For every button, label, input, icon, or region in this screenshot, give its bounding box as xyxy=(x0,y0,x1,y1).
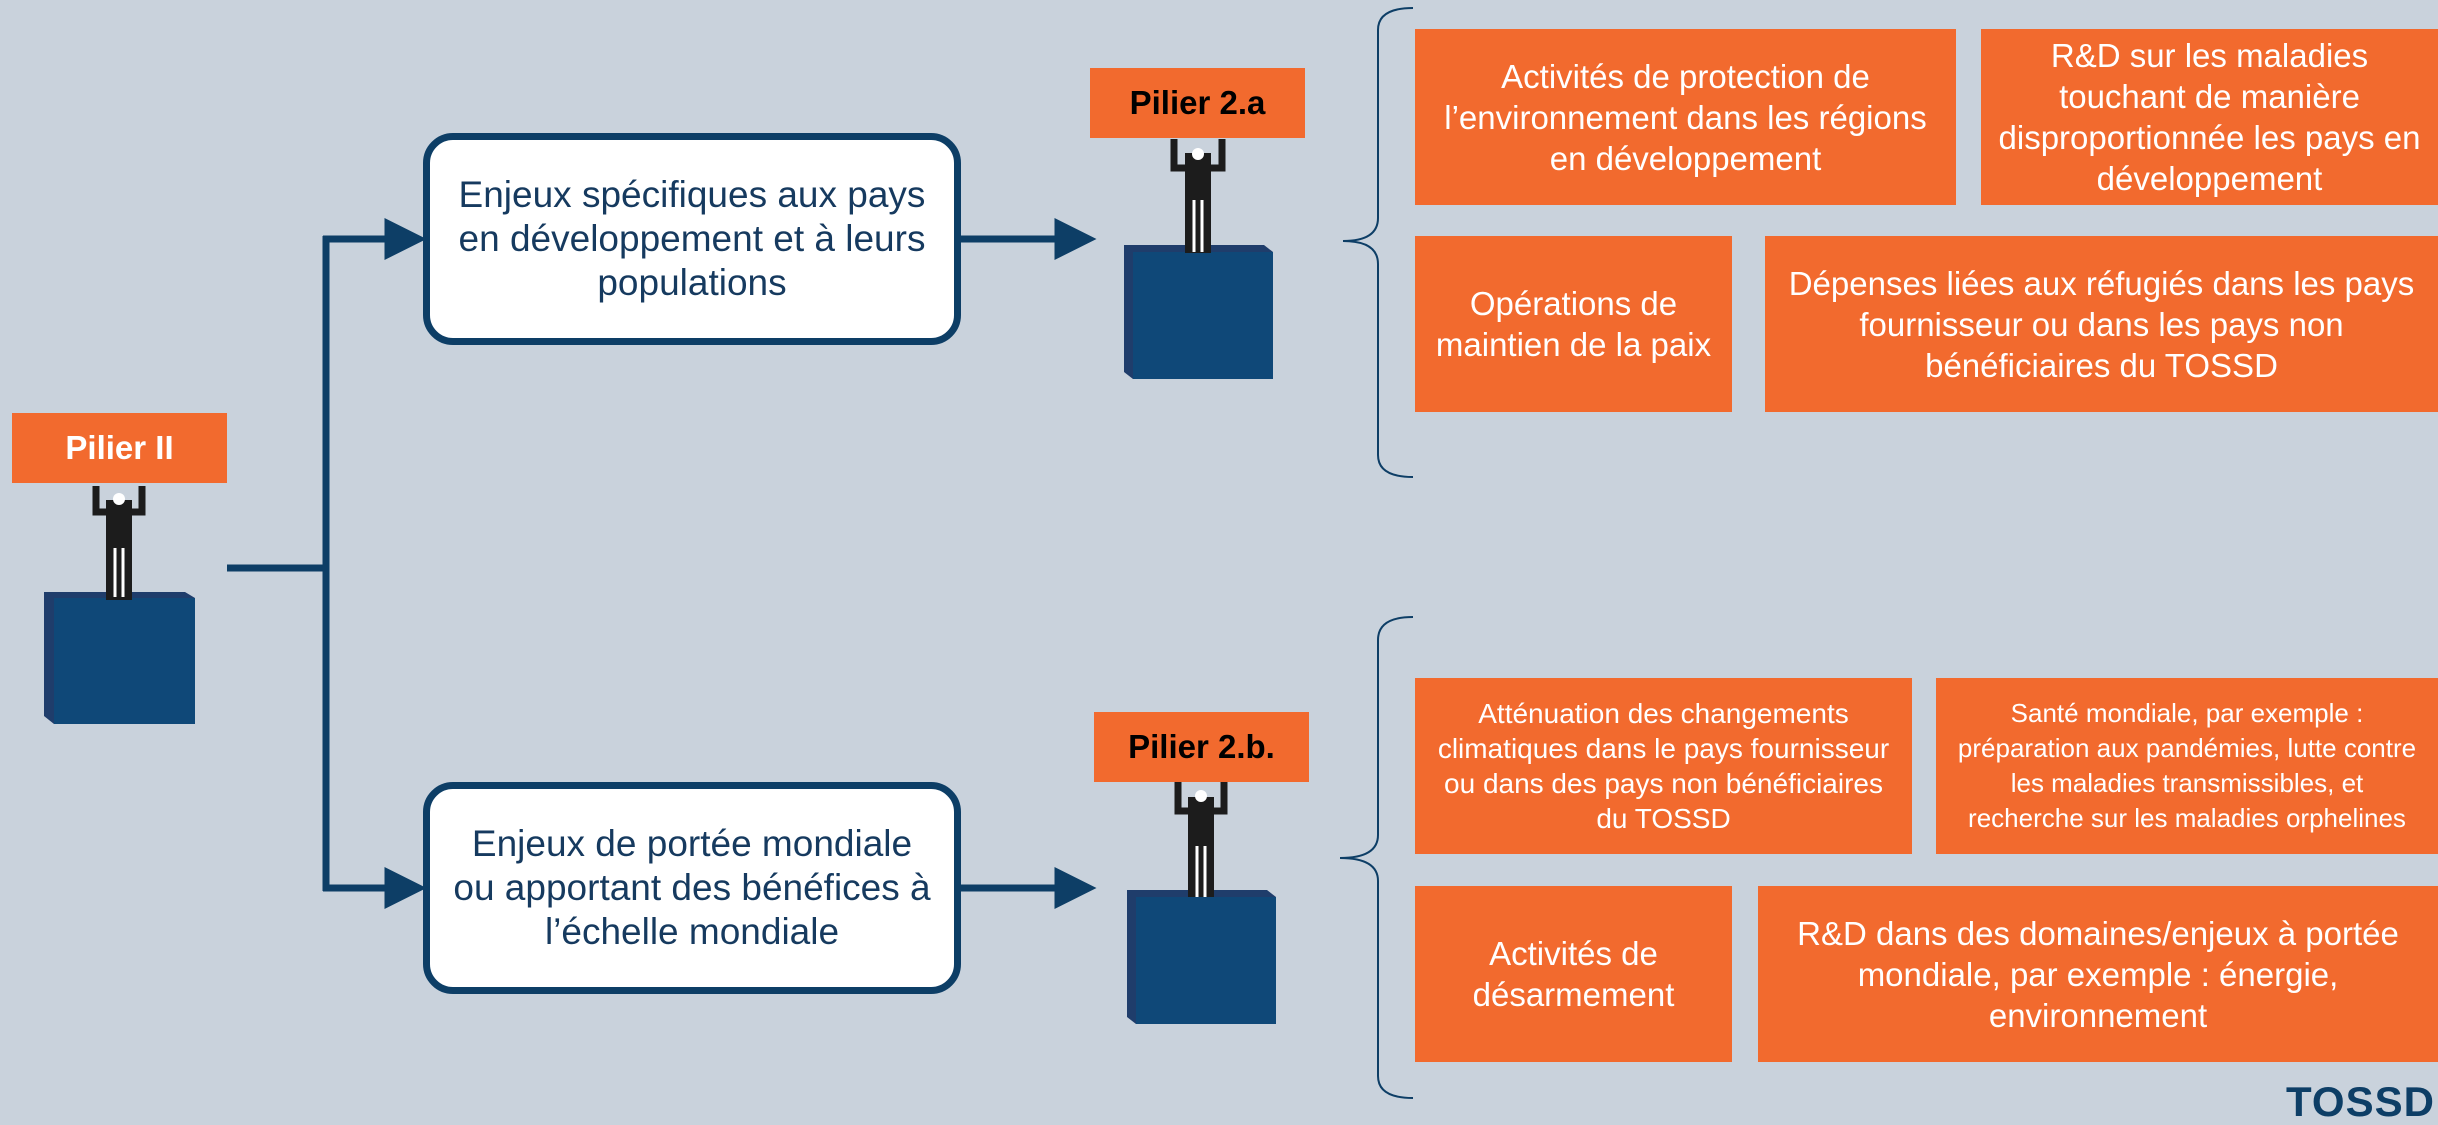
root-sign-pilier-ii: Pilier II xyxy=(12,413,227,483)
pillar-a-description-box: Enjeux spécifiques aux pays en développe… xyxy=(423,133,961,345)
pillar-a-item-rd-diseases: R&D sur les maladies touchant de manière… xyxy=(1981,29,2438,205)
tossd-logo: TOSSD xyxy=(2286,1078,2435,1125)
pillar-a-person-figure-icon xyxy=(1124,139,1273,379)
tree-connector xyxy=(227,218,1097,909)
pillar-b-item-climate: Atténuation des changements climatiques … xyxy=(1415,678,1912,854)
pillar-b-item-disarmament: Activités de désarmement xyxy=(1415,886,1732,1062)
pillar-b-item-rd-global: R&D dans des domaines/enjeux à portée mo… xyxy=(1758,886,2438,1062)
root-person-figure-icon xyxy=(44,486,195,724)
pillar-a-item-environment: Activités de protection de l’environneme… xyxy=(1415,29,1956,205)
pillar-b-item-global-health: Santé mondiale, par exemple : préparatio… xyxy=(1936,678,2438,854)
connector-canvas xyxy=(44,7,1414,1099)
sign-pilier-2a: Pilier 2.a xyxy=(1090,68,1305,138)
pillar-b-person-figure-icon xyxy=(1127,782,1276,1024)
pillar-a-item-refugees: Dépenses liées aux réfugiés dans les pay… xyxy=(1765,236,2438,412)
pillar-a-item-peacekeeping: Opérations de maintien de la paix xyxy=(1415,236,1732,412)
brace-pillar-b xyxy=(1339,616,1414,1099)
sign-pilier-2b: Pilier 2.b. xyxy=(1094,712,1309,782)
brace-pillar-a xyxy=(1342,7,1414,478)
pillar-b-description-box: Enjeux de portée mondiale ou apportant d… xyxy=(423,782,961,994)
